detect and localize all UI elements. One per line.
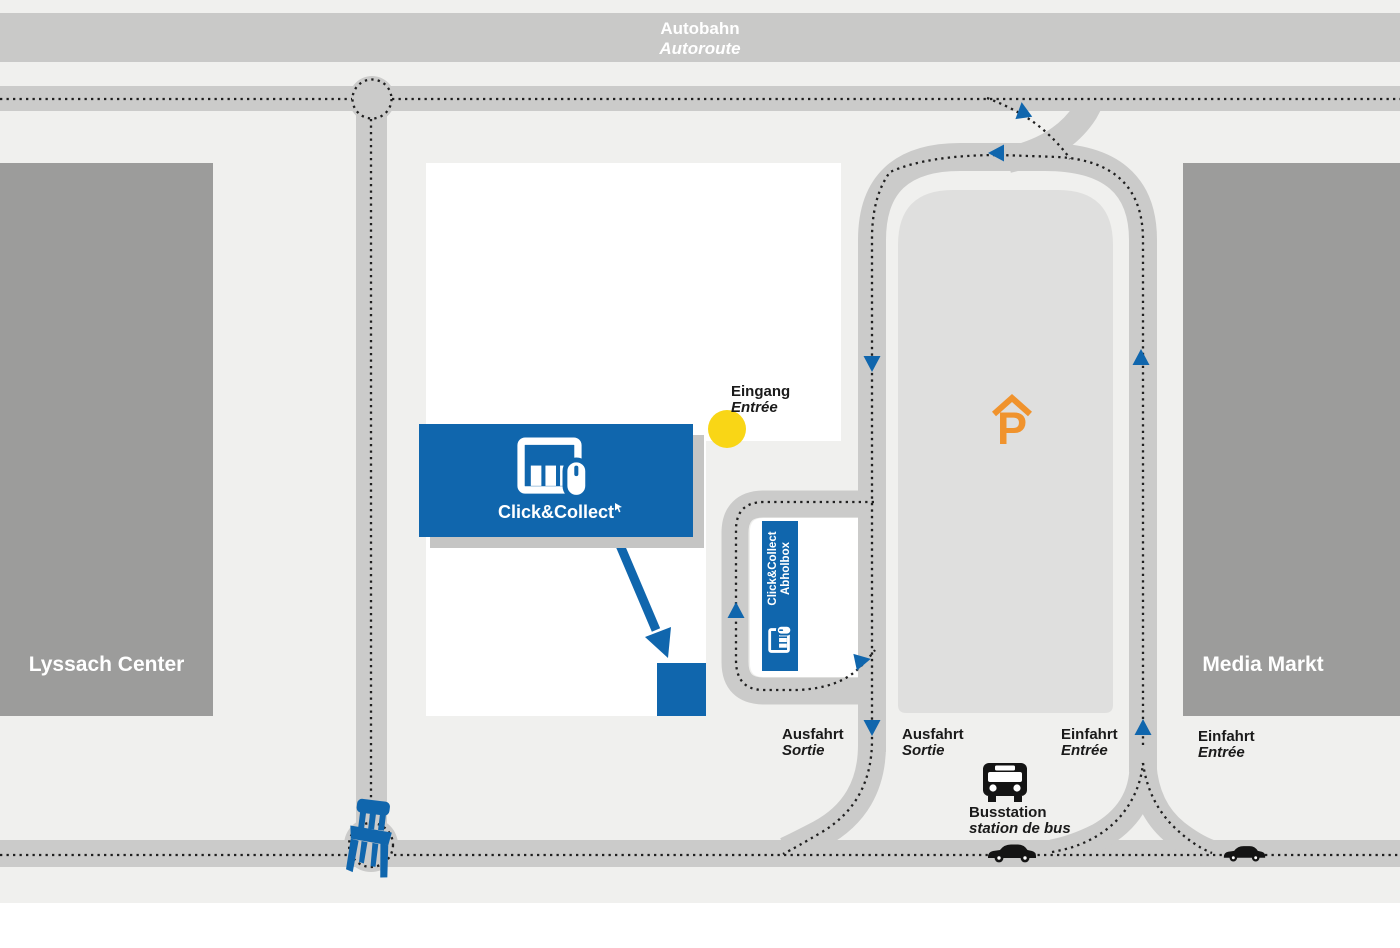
bottom-margin-strip xyxy=(0,903,1400,948)
ausfahrt-center-de: Ausfahrt xyxy=(902,726,964,743)
bus-icon xyxy=(983,763,1027,802)
ausfahrt-west-de: Ausfahrt xyxy=(782,726,844,743)
eingang-label-fr: Entrée xyxy=(731,398,778,416)
eingang-label-de: Eingang xyxy=(731,383,791,400)
einfahrt-center-fr: Entrée xyxy=(1061,741,1108,759)
direction-arrow-icon xyxy=(853,653,871,671)
eingang-label: Eingang Entrée xyxy=(731,384,790,415)
route-entry-west-branch xyxy=(1051,762,1145,854)
autobahn-label-fr: Autoroute xyxy=(659,39,741,58)
ausfahrt-center-fr: Sortie xyxy=(902,741,945,759)
entry-east-branch-road xyxy=(1129,763,1216,866)
abholbox-sign-line1: Click&Collect xyxy=(767,531,779,606)
click-collect-box: Click&Collect xyxy=(419,424,693,537)
parking-roof-icon xyxy=(992,393,1032,417)
media-markt-label: Media Markt xyxy=(1202,653,1324,676)
car-icon xyxy=(1223,846,1266,862)
chair-icon xyxy=(346,798,392,878)
store-pickup-icon xyxy=(517,437,591,499)
einfahrt-east-label: Einfahrt Entrée xyxy=(1198,729,1255,760)
pickup-route-arrowhead xyxy=(645,627,671,658)
abholbox-sign-text: Click&Collect Abholbox xyxy=(767,521,793,616)
direction-arrow-icon xyxy=(1134,719,1152,735)
route-autobahn-ramp xyxy=(986,96,1071,160)
cursor-icon xyxy=(615,503,623,513)
busstation-label-fr: station de bus xyxy=(969,819,1071,837)
direction-arrow-icon xyxy=(727,602,745,618)
direction-arrow-icon xyxy=(863,356,881,372)
direction-arrow-icon xyxy=(1132,349,1150,365)
click-collect-wordmark: Click&Collect xyxy=(497,502,615,522)
click-collect-label: Click&Collect xyxy=(497,502,623,523)
pickup-route-arrow xyxy=(606,522,671,658)
einfahrt-center-de: Einfahrt xyxy=(1061,726,1118,743)
store-pickup-icon xyxy=(768,624,792,653)
route-dotted-lines xyxy=(0,78,1400,869)
route-parking-loop xyxy=(782,153,1145,856)
bottom-road xyxy=(0,840,1400,867)
autobahn-label: Autobahn Autoroute xyxy=(0,19,1400,59)
ausfahrt-west-label: Ausfahrt Sortie xyxy=(782,727,844,758)
direction-arrow-icon xyxy=(1015,102,1033,120)
entrance-dot-icon xyxy=(708,410,746,448)
abholbox-sign-content: Click&Collect Abholbox xyxy=(762,521,798,671)
einfahrt-center-label: Einfahrt Entrée xyxy=(1061,727,1118,758)
buildings xyxy=(0,163,1400,716)
pickup-point-square xyxy=(657,663,706,716)
route-south-roundabout xyxy=(347,821,395,869)
lyssach-center-building xyxy=(0,163,213,716)
autobahn-label-de: Autobahn xyxy=(660,19,740,38)
parking-lot xyxy=(898,190,1113,713)
busstation-label: Busstation station de bus xyxy=(969,805,1071,836)
einfahrt-east-fr: Entrée xyxy=(1198,743,1245,761)
route-entry-east-branch xyxy=(1141,762,1213,855)
direction-arrow-icon xyxy=(863,720,881,736)
busstation-label-de: Busstation xyxy=(969,804,1047,821)
parking-symbol: P xyxy=(996,403,1027,454)
direction-arrows xyxy=(727,102,1152,736)
einfahrt-east-de: Einfahrt xyxy=(1198,728,1255,745)
north-roundabout xyxy=(349,76,395,122)
autobahn-bar xyxy=(0,13,1400,62)
media-markt-building xyxy=(1183,163,1400,716)
abholbox-sign-line2: Abholbox xyxy=(780,541,792,596)
route-north-roundabout xyxy=(351,78,393,120)
ausfahrt-center-label: Ausfahrt Sortie xyxy=(902,727,964,758)
car-icon xyxy=(988,844,1036,863)
direction-arrow-icon xyxy=(988,144,1004,162)
ausfahrt-west-fr: Sortie xyxy=(782,741,825,759)
lyssach-center-label: Lyssach Center xyxy=(28,653,185,676)
abholbox-sign: Click&Collect Abholbox xyxy=(762,521,798,671)
